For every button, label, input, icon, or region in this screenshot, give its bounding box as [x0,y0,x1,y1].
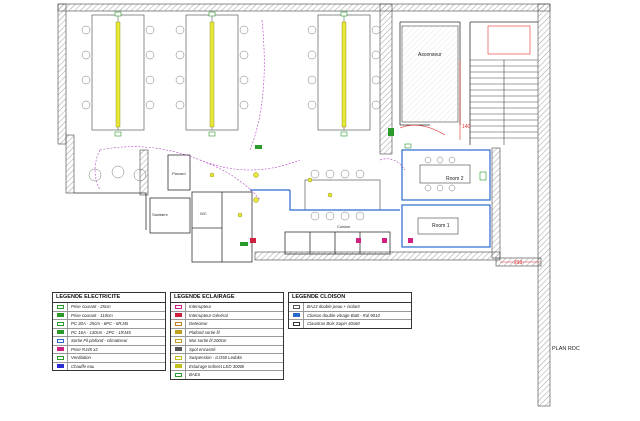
legend-symbol-icon [289,320,304,328]
room-label-wc: WC [200,211,207,216]
legend-symbol-icon [53,362,68,370]
legend-symbol-icon [53,345,68,353]
legend-eclairage-row: Interrupteur Général [171,311,283,320]
room-label-placard: Placard [172,171,186,176]
legend-symbol-icon [171,320,186,328]
legend-electricite-row: Sortie Fil plafond - climatiseur [53,337,165,346]
legend-label: Sortie Fil plafond - climatiseur [71,338,128,344]
legend-label: PC 30A - 25cm - 6PC - 6RJ45 [71,321,129,327]
legend-label: PC 16A - 130cm - 2PC - 1RJ45 [71,329,131,335]
elevator-shaft [401,25,459,123]
interior-walls [74,21,538,263]
room-label-room1: Room 1 [432,223,450,229]
legend-label: Claustras Bois Sapin 40x60 [307,321,360,327]
legend-cloison-row: Claustras Bois Sapin 40x60 [289,320,411,328]
legend-eclairage-row: Spot encastré [171,345,283,354]
legend-symbol-icon [53,320,68,328]
plan-label: PLAN RDC [552,346,580,352]
legend-electricite-row: Prise RJ45 x2 [53,345,165,354]
legend-label: Chauffe eau [71,363,95,369]
room-label-ascenseur: Ascenseur [418,52,442,58]
legend-symbol-icon [171,328,186,336]
legend-label: BA13 double peau + isolant [307,304,360,310]
staircase [470,59,538,145]
legend-label: Interrupteur [189,304,212,310]
legend-electricite: LEGENDE ELECTRICITE Prise courant - 25cm… [52,292,166,371]
legend-eclairage-row: Eclairage indirect LED 3000k [171,362,283,371]
legend-eclairage-row: Suspension - ILO50 Leduks [171,354,283,363]
dimension-213: 213 [514,260,523,266]
legend-eclairage-row: BAES [171,371,283,379]
legend-symbol-icon [53,337,68,345]
legend-symbol-icon [53,311,68,319]
legend-label: Spot encastré [189,346,216,352]
legend-symbol-icon [289,303,304,311]
legend-eclairage-row: Plafond sortie fil [171,328,283,337]
legend-label: Suspension - ILO50 Leduks [189,355,243,361]
legend-cloison-row: BA13 double peau + isolant [289,303,411,312]
legend-electricite-row: Prise courant - 25cm [53,303,165,312]
technical-box [487,25,531,55]
legend-electricite-row: Chauffe eau [53,362,165,370]
legend-eclairage-row: Interrupteur [171,303,283,312]
legend-label: Ventilation [71,355,91,361]
legend-symbol-icon [171,345,186,353]
room-label-room2: Room 2 [446,176,464,182]
legend-symbol-icon [53,354,68,362]
room-1 [401,204,491,248]
dimension-140: 140 [462,124,471,130]
legend-label: Mur sortie fil 200cm [189,338,227,344]
legend-label: Prise courant - 110cm [71,312,113,318]
legend-symbol-icon [171,354,186,362]
legend-eclairage-row: Mur sortie fil 200cm [171,337,283,346]
meeting-table [304,169,381,221]
legend-symbol-icon [171,362,186,370]
legend-symbol-icon [171,337,186,345]
legend-label: BAES [189,372,201,378]
room-label-sanitaire: Sanitaire [152,212,169,217]
legend-symbol-icon [289,311,304,319]
legend-label: Prise RJ45 x2 [71,346,98,352]
outlet-symbols [114,11,487,246]
legend-symbol-icon [171,371,186,379]
legend-electricite-row: Ventilation [53,354,165,363]
desk-islands [91,14,371,131]
legend-label: Plafond sortie fil [189,329,220,335]
legend-symbol-icon [53,328,68,336]
legend-label: Cloison double vitrage BaB - Ral 9010 [307,312,380,318]
legend-eclairage-title: LEGENDE ECLAIRAGE [171,293,283,303]
chairs [81,25,381,182]
legend-electricite-row: PC 30A - 25cm - 6PC - 6RJ45 [53,320,165,329]
legend-label: Prise courant - 25cm [71,304,111,310]
legend-label: Eclairage indirect LED 3000k [189,363,245,369]
legend-electricite-row: PC 16A - 130cm - 2PC - 1RJ45 [53,328,165,337]
legend-symbol-icon [53,303,68,311]
legend-cloison-row: Cloison double vitrage BaB - Ral 9010 [289,311,411,320]
legend-symbol-icon [171,311,186,319]
legend-cloison: LEGENDE CLOISON BA13 double peau + isola… [288,292,412,329]
legend-label: Detecteur [189,321,208,327]
exterior-walls [57,3,551,407]
wiring [94,19,406,201]
room-2 [401,149,491,201]
legend-label: Interrupteur Général [189,312,228,318]
red-wires [399,60,540,263]
legend-cloison-title: LEGENDE CLOISON [289,293,411,303]
glass-partition [250,189,400,211]
legend-eclairage-row: Detecteur [171,320,283,329]
legend-electricite-title: LEGENDE ELECTRICITE [53,293,165,303]
light-symbols [209,172,413,243]
room-label-cuisine: Cuisine [337,224,351,229]
legend-electricite-row: Prise courant - 110cm [53,311,165,320]
legend-symbol-icon [171,303,186,311]
